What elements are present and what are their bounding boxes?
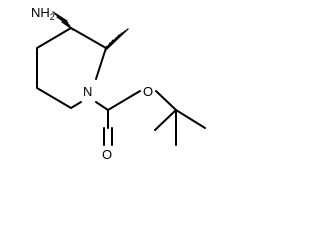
molecule-structure-diagram: NH2 N O O [31, 5, 206, 162]
bond-c4-c5 [36, 87, 72, 109]
bond-carbonyl-ester-o [107, 90, 141, 111]
bond-tbu-methyl-right [175, 109, 206, 129]
hashed-wedge-methyl [104, 28, 129, 51]
bond-ester-o-tbu [155, 90, 177, 111]
ring-nitrogen-label: N [83, 84, 92, 99]
amine-subscript: 2 [50, 12, 55, 22]
bond-c2-c3 [36, 27, 72, 49]
amine-label: NH2 [31, 5, 55, 22]
ester-oxygen-label: O [143, 84, 153, 99]
hashed-wedge-amine [52, 11, 74, 31]
bond-tbu-methyl-left [154, 109, 177, 131]
bond-n1-c6 [95, 47, 107, 80]
carbonyl-oxygen-label: O [102, 147, 112, 162]
bond-c5-n1 [70, 101, 82, 109]
bond-c6-c2 [70, 27, 107, 49]
bond-n1-carbonyl [95, 101, 109, 111]
